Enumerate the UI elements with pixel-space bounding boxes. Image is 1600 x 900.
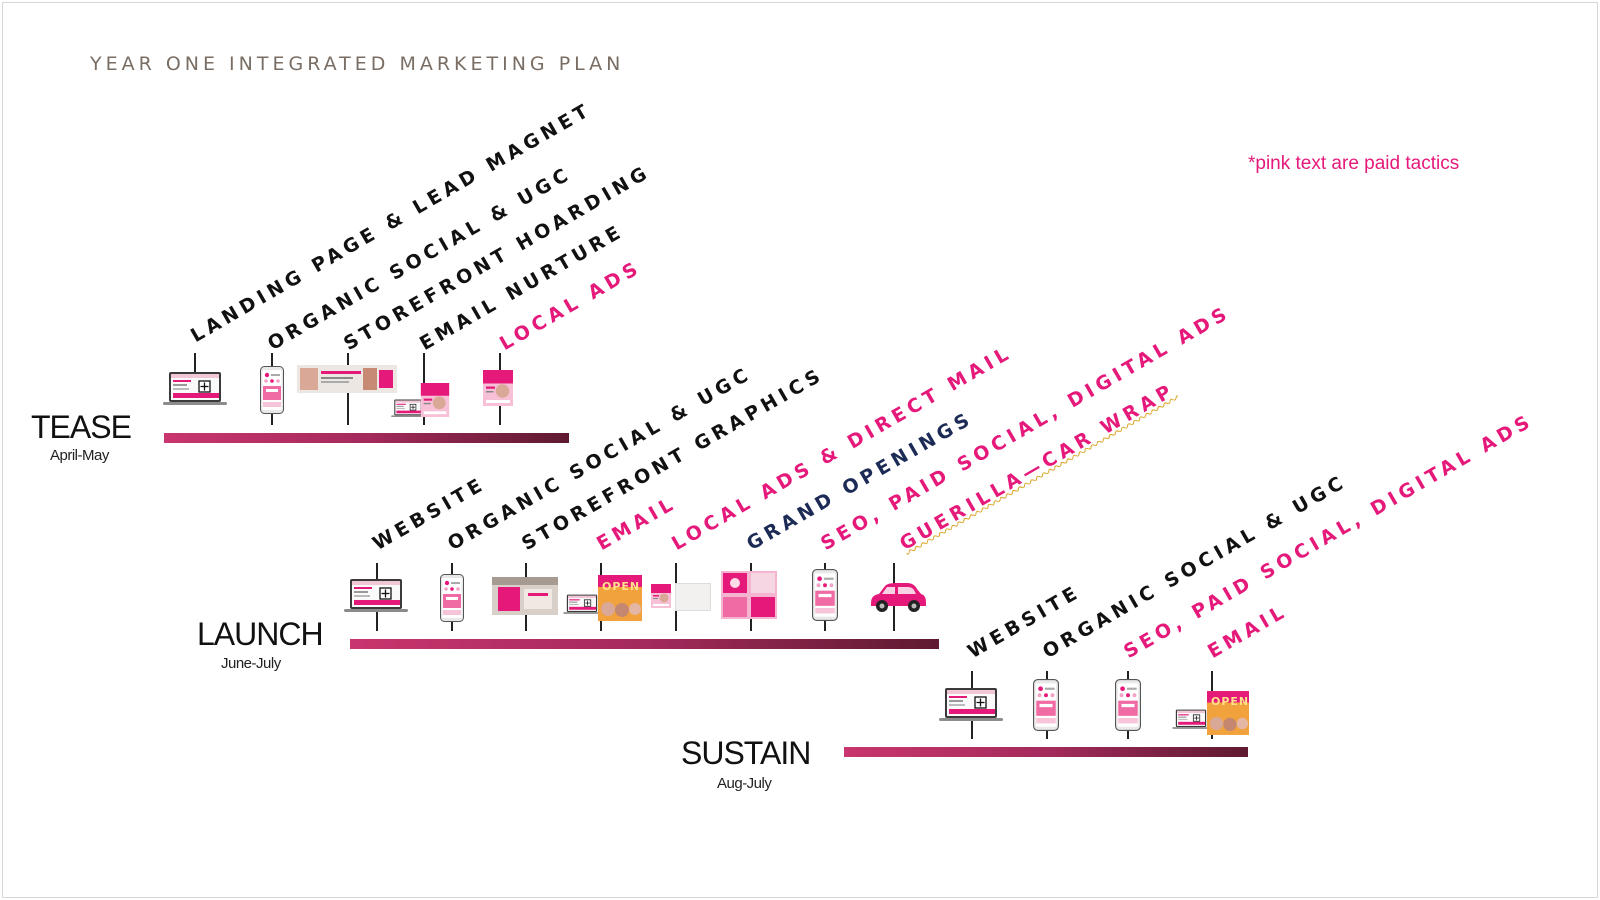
open-mockup-text: OPEN [602, 580, 641, 593]
flyer-card-icon [419, 383, 451, 417]
phase-launch-name: LAUNCH [197, 616, 324, 652]
storefront-banner-icon [297, 365, 397, 393]
phone-mockup-icon [440, 573, 464, 623]
laptop-mockup-icon [344, 578, 408, 614]
phone-mockup-icon [1115, 679, 1141, 731]
tactic-sustain-organic-social: ORGANIC SOCIAL & UGC [1039, 470, 1351, 663]
open-mockup-text: OPEN [1211, 695, 1250, 708]
flyer-card-icon [651, 581, 671, 611]
phase-launch-bar [350, 639, 939, 649]
flyer-card-icon [721, 571, 777, 619]
laptop-mockup-icon [939, 687, 1003, 723]
phase-tease-dates: April-May [50, 447, 109, 464]
phase-sustain-bar [844, 747, 1248, 757]
car-wrap-icon [867, 581, 927, 613]
phase-launch-dates: June-July [221, 655, 281, 672]
phase-tease-name: TEASE [31, 409, 132, 445]
tactic-tease-storefront-hoarding: STOREFRONT HOARDING [340, 160, 655, 355]
phone-mockup-icon [812, 567, 838, 623]
slide-title: YEAR ONE INTEGRATED MARKETING PLAN [90, 53, 625, 75]
tactic-sustain-seo-paid-social: SEO, PAID SOCIAL, DIGITAL ADS [1120, 409, 1538, 663]
storefront-banner-icon [492, 577, 558, 615]
phone-mockup-icon [260, 365, 284, 415]
paid-tactics-note: *pink text are paid tactics [1248, 153, 1460, 174]
direct-mail-icon [675, 583, 711, 611]
laptop-mockup-icon [163, 371, 227, 407]
laptop-mockup-icon [563, 594, 601, 615]
phase-tease-bar [164, 433, 569, 443]
phone-mockup-icon [1033, 679, 1059, 731]
phase-sustain-name: SUSTAIN [681, 735, 811, 771]
flyer-card-icon [483, 363, 513, 413]
phase-sustain-dates: Aug-July [717, 775, 772, 792]
laptop-mockup-icon [1172, 709, 1210, 730]
